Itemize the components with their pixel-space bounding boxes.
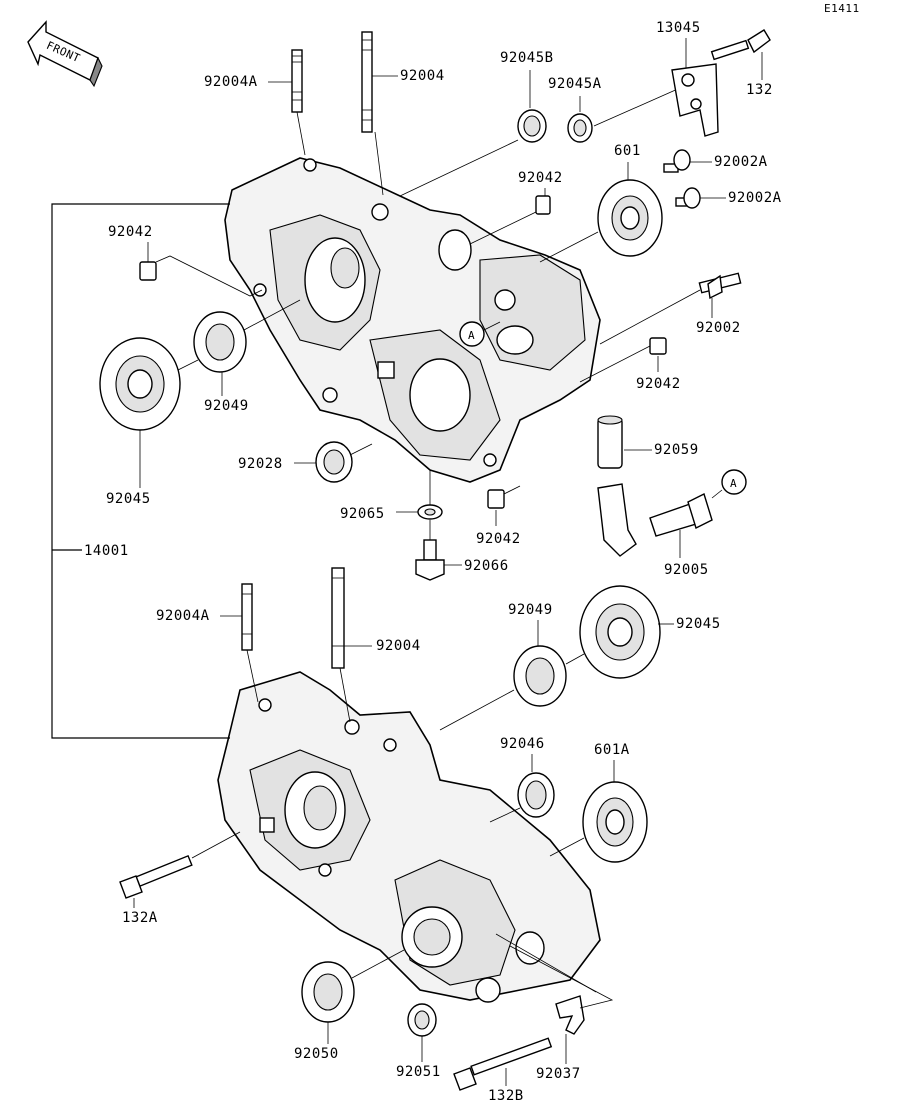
diagram-code: E1411	[824, 2, 860, 15]
bearing-92045-bottom	[579, 585, 661, 679]
label-92002A-2: 92002A	[728, 190, 782, 206]
bearing-92045A	[567, 113, 593, 143]
bolt-132A	[119, 854, 193, 899]
label-92051: 92051	[396, 1064, 441, 1080]
label-601: 601	[614, 143, 641, 159]
stud-92004A-top	[291, 49, 306, 156]
bushing-92028	[315, 441, 353, 483]
hose-92059	[597, 415, 637, 557]
ref-a-right: A	[730, 477, 737, 490]
washer-92065	[417, 504, 443, 520]
label-92045B: 92045B	[500, 50, 554, 66]
dowel-92042-right	[649, 337, 667, 355]
ref-a-left: A	[468, 329, 475, 342]
label-92002: 92002	[696, 320, 741, 336]
bolt-92002A-2	[675, 187, 701, 209]
label-132A: 132A	[122, 910, 158, 926]
fitting-92005	[649, 493, 713, 537]
oil-seal-92049-top	[193, 311, 247, 373]
dowel-92042-left	[139, 261, 157, 281]
bearing-92045-top	[99, 337, 181, 431]
ref-a-circle-right	[721, 469, 747, 495]
label-13045: 13045	[656, 20, 701, 36]
label-92066: 92066	[464, 558, 509, 574]
oil-seal-92049-bottom	[513, 645, 567, 707]
bolt-132B	[453, 1037, 553, 1091]
bolt-92002A-1	[663, 149, 691, 173]
label-92045-top: 92045	[106, 491, 151, 507]
drain-bolt-92066	[415, 539, 445, 581]
label-92050: 92050	[294, 1046, 339, 1062]
label-92037: 92037	[536, 1066, 581, 1082]
bearing-601	[597, 179, 663, 257]
oil-seal-92051	[407, 1003, 437, 1037]
label-92059: 92059	[654, 442, 699, 458]
label-92049-top: 92049	[204, 398, 249, 414]
label-92049-bottom: 92049	[508, 602, 553, 618]
upper-crankcase-half	[224, 157, 601, 483]
label-92028: 92028	[238, 456, 283, 472]
bolt-132	[710, 29, 771, 61]
case-assembly-bracket	[51, 203, 230, 739]
dowel-92042-mid	[535, 195, 551, 215]
label-132: 132	[746, 82, 773, 98]
dowel-92042-bottom	[487, 489, 505, 509]
label-92004A-bottom: 92004A	[156, 608, 210, 624]
label-92065: 92065	[340, 506, 385, 522]
clamp-92037	[555, 995, 585, 1035]
lower-crankcase-half	[217, 671, 601, 1003]
label-92005: 92005	[664, 562, 709, 578]
stud-92002	[698, 272, 742, 300]
label-92042-bottom: 92042	[476, 531, 521, 547]
stud-92004-top	[361, 31, 384, 196]
label-92004A-top: 92004A	[204, 74, 258, 90]
label-92002A-1: 92002A	[714, 154, 768, 170]
ref-a-circle-left	[459, 321, 485, 347]
label-92042-left: 92042	[108, 224, 153, 240]
guide-plate-13045	[671, 63, 719, 137]
label-92046: 92046	[500, 736, 545, 752]
label-601A: 601A	[594, 742, 630, 758]
label-14001: 14001	[84, 543, 129, 559]
label-92045-bottom: 92045	[676, 616, 721, 632]
bearing-92045B	[517, 109, 547, 143]
needle-bearing-92046	[517, 772, 555, 818]
label-92045A: 92045A	[548, 76, 602, 92]
stud-92004A-bottom	[241, 583, 259, 703]
front-arrow-icon: FRONT	[27, 20, 103, 88]
stud-92004-bottom	[331, 567, 351, 723]
label-132B: 132B	[488, 1088, 524, 1103]
bearing-601A	[582, 781, 648, 863]
label-92004-top: 92004	[400, 68, 445, 84]
label-92004-bottom: 92004	[376, 638, 421, 654]
oil-seal-92050	[301, 961, 355, 1023]
label-92042-mid: 92042	[518, 170, 563, 186]
label-92042-right: 92042	[636, 376, 681, 392]
